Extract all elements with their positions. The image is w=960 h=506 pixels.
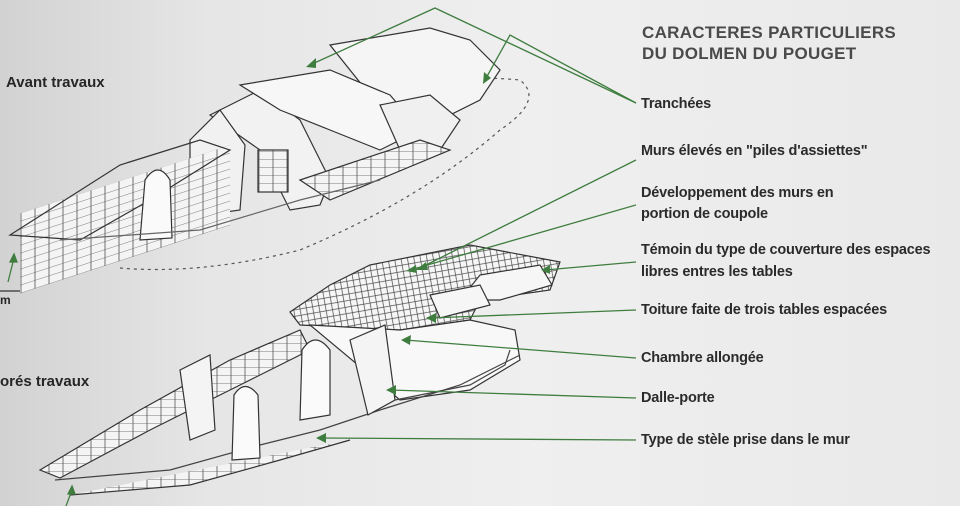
panel-title: CARACTERES PARTICULIERS DU DOLMEN DU POU… bbox=[642, 22, 896, 64]
callout-coupole-line2: portion de coupole bbox=[641, 206, 768, 222]
callout-temoin-line2: libres entres les tables bbox=[641, 264, 793, 280]
callout-arrowheads bbox=[306, 58, 550, 443]
dolmen-after-drawing bbox=[38, 244, 561, 496]
scale-markers bbox=[0, 252, 76, 506]
label-before-works: Avant travaux bbox=[6, 74, 105, 91]
panel-title-line1: CARACTERES PARTICULIERS bbox=[642, 23, 897, 42]
label-after-works: orés travaux bbox=[0, 373, 90, 390]
callout-coupole-line1: Développement des murs en bbox=[641, 185, 834, 201]
panel-title-line2: DU DOLMEN DU POUGET bbox=[642, 44, 857, 63]
callout-tranchees: Tranchées bbox=[641, 96, 711, 112]
callout-stele: Type de stèle prise dans le mur bbox=[641, 432, 850, 448]
callout-temoin-line1: Témoin du type de couverture des espaces bbox=[641, 242, 931, 258]
dolmen-before-drawing bbox=[8, 27, 530, 294]
callout-murs: Murs élevés en "piles d'assiettes" bbox=[641, 143, 868, 159]
callout-toiture: Toiture faite de trois tables espacées bbox=[641, 302, 887, 318]
scale-unit: m bbox=[0, 293, 11, 307]
callout-dalle: Dalle-porte bbox=[641, 390, 715, 406]
callout-leaders bbox=[309, 7, 637, 441]
callout-chambre: Chambre allongée bbox=[641, 350, 764, 366]
